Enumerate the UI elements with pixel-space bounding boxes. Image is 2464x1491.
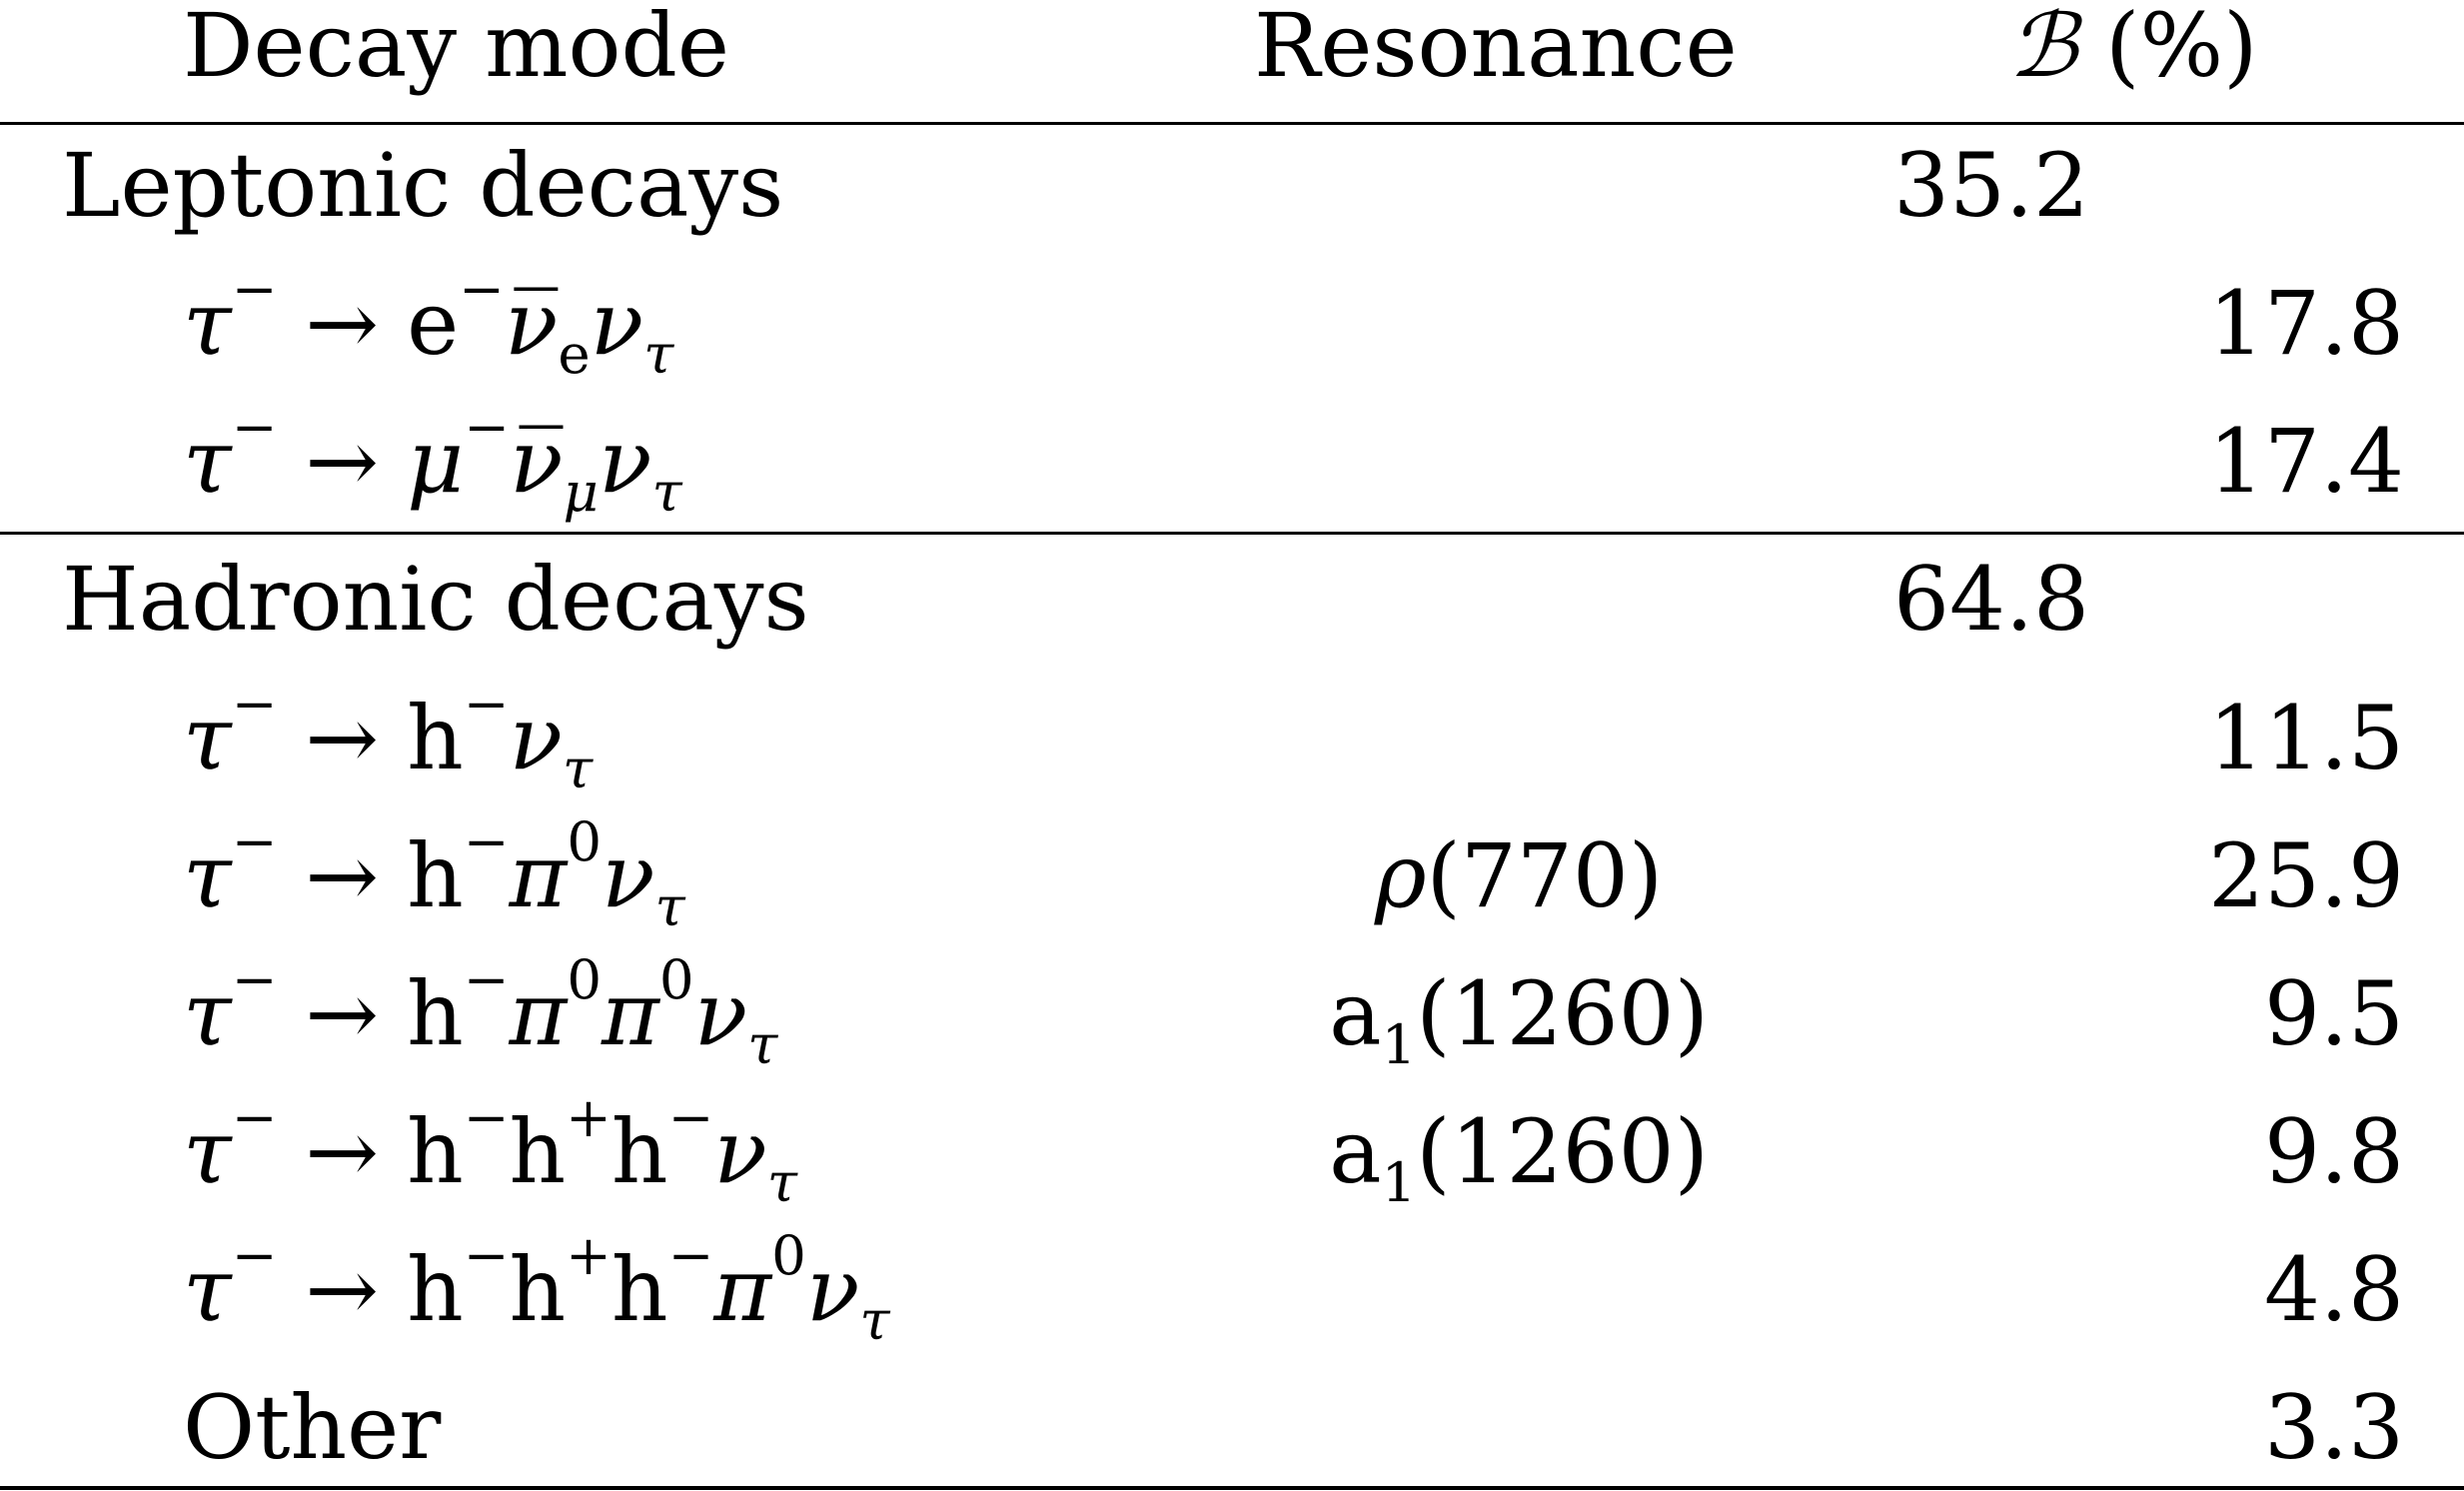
decay-mode-cell: τ− → h−π0ντ (183, 808, 685, 939)
table-row: τ− → h−h+h−ντ a1(1260) 9.8 (0, 1084, 2464, 1215)
header-branching-ratio: ℬ (%) (2008, 0, 2257, 108)
decay-mode-cell: τ− → e−ν̅eντ (183, 256, 674, 387)
branching-cell: 4.8 (2264, 1238, 2404, 1341)
table-row: Other 3.3 (0, 1366, 2464, 1490)
branching-cell: 25.9 (2208, 824, 2404, 927)
resonance-cell: ρ(770) (1374, 824, 1664, 927)
decay-mode-cell: τ− → h−h+h−π0ντ (183, 1222, 890, 1353)
header-resonance: Resonance (1254, 0, 1738, 97)
decay-mode-cell: τ− → h−π0π0ντ (183, 946, 778, 1077)
resonance-cell: a1(1260) (1329, 1100, 1709, 1215)
branching-cell: 3.3 (2264, 1376, 2404, 1479)
table-row: τ− → h−h+h−π0ντ 4.8 (0, 1222, 2464, 1353)
group-total: 64.8 (1893, 548, 2089, 651)
group-row: Leptonic decays 35.2 (0, 124, 2464, 248)
decay-mode-cell: Other (183, 1376, 442, 1479)
decay-mode-cell: τ− → μ−ν̅μντ (183, 394, 682, 525)
table-row: τ− → h−ντ 11.5 (0, 671, 2464, 801)
table-row: τ− → h−π0π0ντ a1(1260) 9.5 (0, 946, 2464, 1077)
group-label: Hadronic decays (62, 548, 809, 651)
top-rule (0, 122, 2464, 125)
branching-cell: 17.8 (2208, 272, 2404, 375)
table-row: τ− → e−ν̅eντ 17.8 (0, 256, 2464, 387)
bottom-rule (0, 1486, 2464, 1490)
group-label: Leptonic decays (62, 134, 784, 237)
resonance-cell: a1(1260) (1329, 962, 1709, 1077)
table-header-row: Decay mode Resonance ℬ (%) (0, 0, 2464, 108)
group-separator-rule (0, 532, 2464, 535)
table-row: τ− → h−π0ντ ρ(770) 25.9 (0, 808, 2464, 939)
table-row: τ− → μ−ν̅μντ 17.4 (0, 394, 2464, 525)
branching-cell: 17.4 (2208, 410, 2404, 513)
branching-unit: (%) (2105, 0, 2258, 97)
group-row: Hadronic decays 64.8 (0, 538, 2464, 662)
branching-cell: 11.5 (2208, 687, 2404, 789)
group-total: 35.2 (1893, 134, 2089, 237)
branching-symbol: ℬ (2008, 0, 2078, 97)
header-decay-mode: Decay mode (183, 0, 729, 97)
decay-mode-cell: τ− → h−h+h−ντ (183, 1084, 797, 1215)
decay-mode-cell: τ− → h−ντ (183, 671, 594, 801)
branching-cell: 9.5 (2264, 962, 2404, 1065)
branching-cell: 9.8 (2264, 1100, 2404, 1203)
